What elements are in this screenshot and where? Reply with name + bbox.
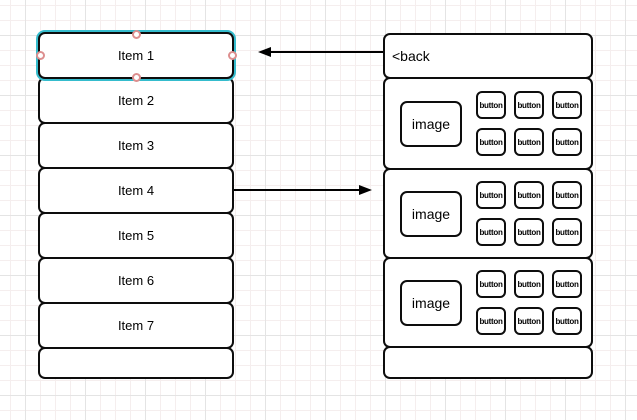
button-placeholder[interactable]: button — [514, 307, 544, 335]
button-placeholder[interactable]: button — [552, 218, 582, 246]
list-item-empty[interactable] — [38, 347, 234, 379]
list-item[interactable]: Item 2 — [38, 77, 234, 124]
button-placeholder[interactable]: button — [552, 128, 582, 156]
list-shape: Item 1 Item 2 Item 3 Item 4 Item 5 Item … — [35, 29, 237, 379]
image-placeholder[interactable]: image — [400, 279, 462, 326]
back-header[interactable]: <back — [383, 33, 593, 79]
list-item[interactable]: Item 4 — [38, 167, 234, 214]
button-placeholder[interactable]: button — [514, 270, 544, 298]
connection-handle-right-icon[interactable] — [227, 51, 237, 60]
button-placeholder[interactable]: button — [514, 128, 544, 156]
connector-item4-to-panel[interactable] — [234, 189, 360, 191]
list-item-label: Item 2 — [117, 93, 155, 108]
button-grid: button button button button button butto… — [476, 91, 582, 156]
list-item-label: Item 3 — [117, 138, 155, 153]
button-placeholder[interactable]: button — [476, 91, 506, 119]
list-item[interactable]: Item 6 — [38, 257, 234, 304]
button-placeholder[interactable]: button — [476, 181, 506, 209]
button-placeholder[interactable]: button — [514, 91, 544, 119]
button-placeholder[interactable]: button — [552, 270, 582, 298]
panel-section[interactable]: image button button button button button… — [383, 77, 593, 170]
image-placeholder[interactable]: image — [400, 190, 462, 237]
list-item[interactable]: Item 5 — [38, 212, 234, 259]
button-placeholder[interactable]: button — [514, 181, 544, 209]
connection-handle-top-icon[interactable] — [131, 29, 141, 39]
button-grid: button button button button button butto… — [476, 270, 582, 335]
panel-section[interactable]: image button button button button button… — [383, 257, 593, 348]
list-item[interactable]: Item 7 — [38, 302, 234, 349]
panel-section[interactable]: image button button button button button… — [383, 168, 593, 259]
button-placeholder[interactable]: button — [476, 270, 506, 298]
button-grid: button button button button button butto… — [476, 181, 582, 246]
list-item[interactable]: Item 3 — [38, 122, 234, 169]
list-item-label: Item 7 — [117, 318, 155, 333]
list-item-label: Item 6 — [117, 273, 155, 288]
connection-handle-bottom-icon[interactable] — [131, 72, 141, 82]
list-item-label: Item 5 — [117, 228, 155, 243]
button-placeholder[interactable]: button — [514, 218, 544, 246]
list-item-label: Item 4 — [117, 183, 155, 198]
image-placeholder[interactable]: image — [400, 100, 462, 147]
arrowhead-right-icon — [359, 185, 372, 195]
image-label: image — [411, 205, 451, 222]
image-label: image — [411, 115, 451, 132]
image-label: image — [411, 294, 451, 311]
button-placeholder[interactable]: button — [552, 91, 582, 119]
button-placeholder[interactable]: button — [476, 128, 506, 156]
connector-panel-to-item1[interactable] — [270, 51, 383, 53]
button-placeholder[interactable]: button — [476, 218, 506, 246]
connection-handle-left-icon[interactable] — [35, 51, 45, 60]
back-label: <back — [392, 48, 430, 64]
list-item-selected[interactable]: Item 1 — [35, 29, 237, 82]
button-placeholder[interactable]: button — [476, 307, 506, 335]
detail-panel-shape: <back image button button button button … — [383, 33, 593, 379]
arrowhead-left-icon — [258, 47, 271, 57]
list-item-label: Item 1 — [117, 48, 155, 63]
button-placeholder[interactable]: button — [552, 181, 582, 209]
panel-footer[interactable] — [383, 346, 593, 379]
button-placeholder[interactable]: button — [552, 307, 582, 335]
